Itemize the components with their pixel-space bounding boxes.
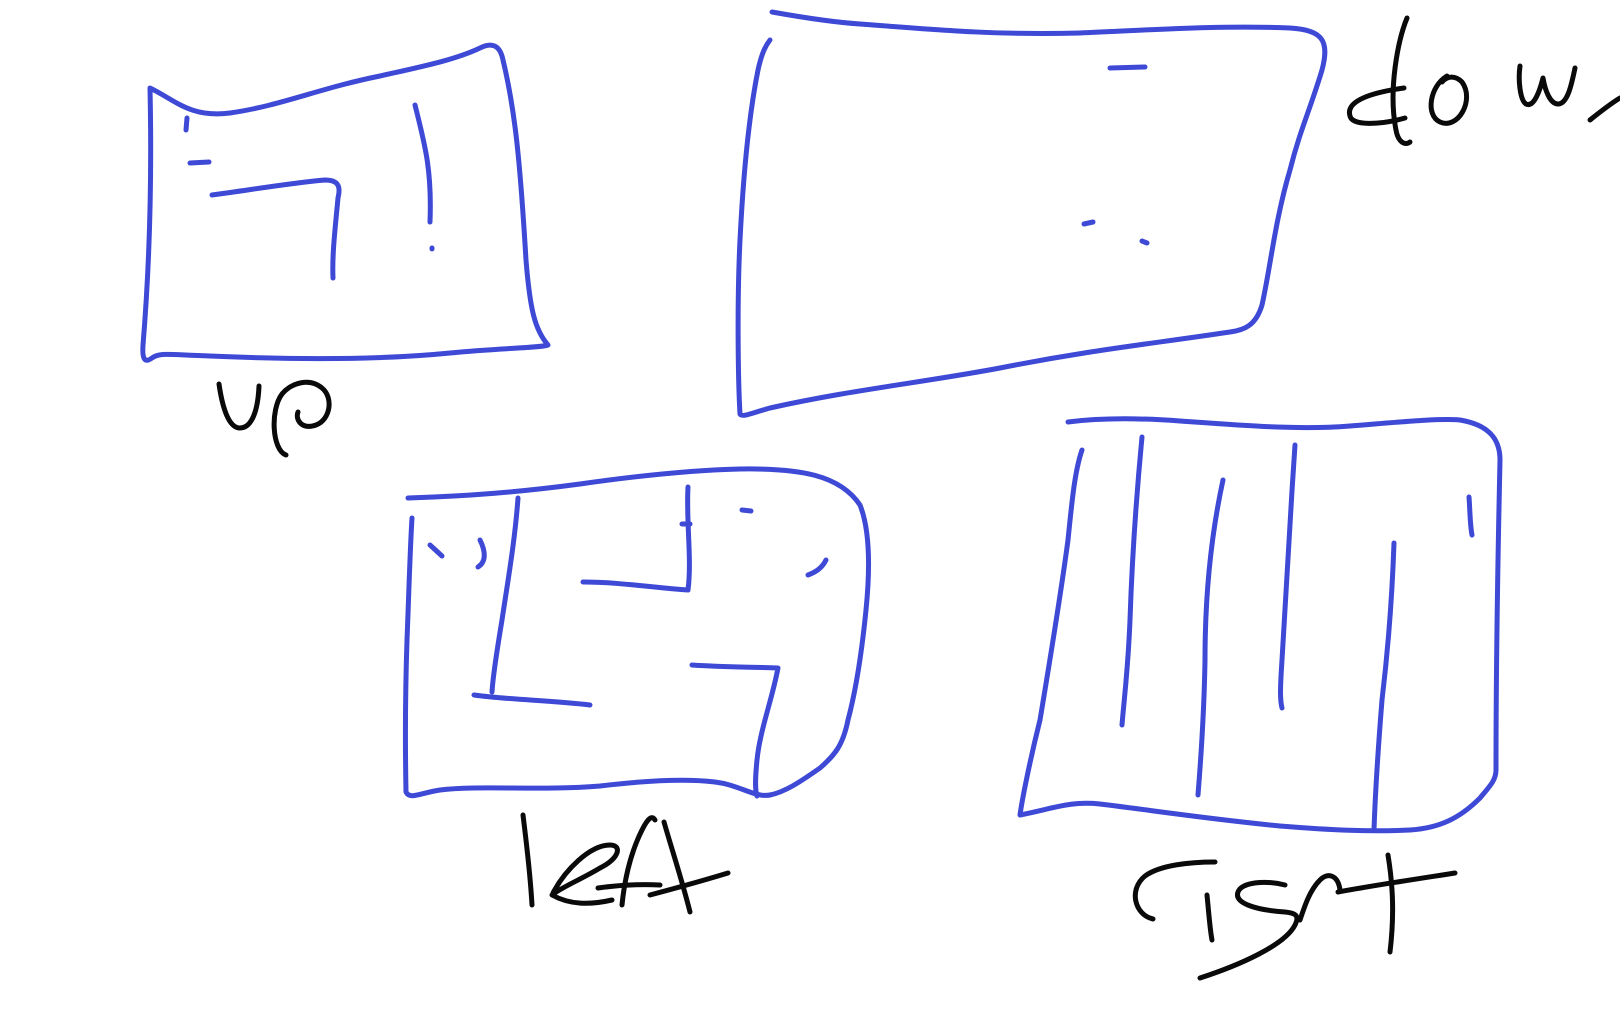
- up-sketch-wall: [183, 115, 190, 133]
- up-sketch: up: [140, 42, 551, 458]
- down-label-handwriting: [1347, 85, 1408, 126]
- left-label-handwriting: [647, 870, 731, 898]
- up-sketch-wall: [412, 102, 433, 225]
- right-sketch: right: [1017, 416, 1503, 981]
- left-sketch: left: [402, 466, 871, 915]
- down-sketch-wall: [1139, 238, 1150, 246]
- left-sketch-wall: [580, 484, 692, 593]
- up-sketch-outline: [140, 42, 551, 363]
- left-sketch-wall: [739, 507, 754, 514]
- right-label-handwriting: [1204, 892, 1215, 943]
- up-sketch-wall: [187, 159, 212, 166]
- left-label-handwriting: [595, 882, 663, 891]
- right-label-handwriting: [1297, 873, 1343, 923]
- left-sketch-outline: [402, 466, 871, 799]
- down-sketch-wall: [1107, 64, 1148, 71]
- down-sketch-outline: [735, 9, 1328, 418]
- right-sketch-wall: [1195, 477, 1226, 798]
- right-sketch-wall: [1278, 442, 1298, 711]
- left-label-handwriting: [549, 842, 620, 906]
- down-sketch-wall: [1081, 219, 1096, 227]
- up-label-handwriting: [216, 381, 262, 431]
- left-sketch-wall: [427, 542, 445, 559]
- left-label-handwriting: [619, 815, 658, 908]
- right-label-handwriting: [1197, 879, 1300, 981]
- right-sketch-outline: [1017, 416, 1503, 834]
- down-label-handwriting: [1516, 63, 1578, 107]
- left-sketch-wall: [805, 557, 829, 578]
- down-label-handwriting: [1390, 15, 1413, 146]
- up-sketch-wall: [209, 177, 342, 281]
- up-label-handwriting: [271, 379, 332, 458]
- left-sketch-wall: [471, 692, 593, 708]
- left-label-handwriting: [520, 812, 535, 908]
- right-sketch-wall: [1119, 434, 1145, 728]
- right-sketch-wall: [1466, 494, 1475, 538]
- left-sketch-wall: [475, 537, 487, 570]
- right-label-handwriting: [1132, 859, 1218, 922]
- left-sketch-wall: [689, 662, 781, 799]
- left-label-handwriting: [661, 819, 693, 915]
- down-label-handwriting: [1428, 73, 1470, 126]
- right-label-handwriting: [1385, 852, 1396, 955]
- right-sketch-wall: [1371, 540, 1397, 833]
- down-label-handwriting: [1587, 95, 1620, 123]
- down-sketch: down: [735, 9, 1620, 418]
- right-label-handwriting: [1335, 870, 1458, 895]
- left-sketch-wall: [489, 495, 521, 695]
